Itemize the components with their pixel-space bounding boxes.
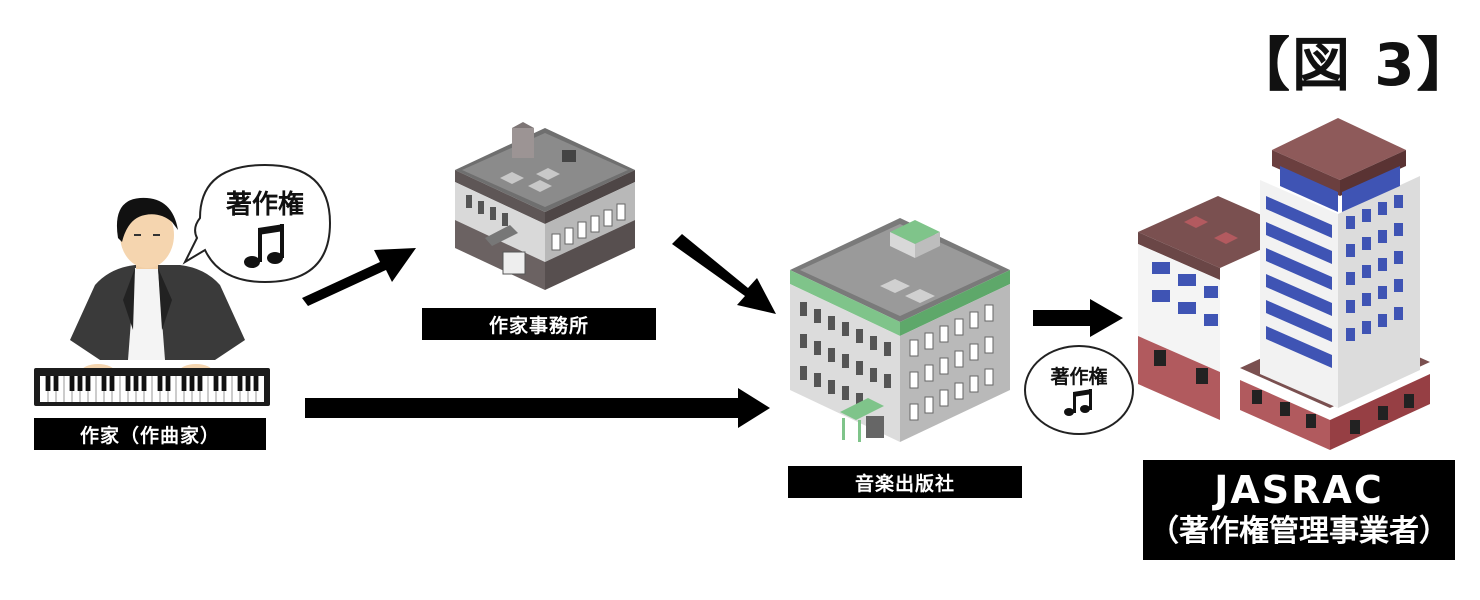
piano-black-key — [157, 376, 163, 391]
office-label: 作家事務所 — [422, 308, 656, 340]
piano-black-key — [125, 376, 131, 391]
piano-black-key — [109, 376, 115, 391]
piano-black-key — [45, 376, 51, 391]
music-note-icon — [1064, 389, 1092, 416]
publisher-label: 音楽出版社 — [788, 466, 1022, 498]
jasrac-name: JASRAC — [1214, 468, 1384, 512]
piano-black-key — [85, 376, 91, 391]
music-note-icon — [244, 224, 284, 268]
arrow-composer-to-publisher — [305, 388, 770, 428]
piano-black-key — [213, 376, 219, 391]
bubble-copyright-text: 著作権 — [225, 189, 304, 220]
arrow-composer-to-office — [302, 248, 416, 306]
piano-black-key — [189, 376, 195, 391]
piano-black-key — [53, 376, 59, 391]
piano-black-key — [165, 376, 171, 391]
jasrac-description: （著作権管理事業者） — [1149, 514, 1449, 549]
transfer-copyright-text: 著作権 — [1050, 365, 1107, 388]
piano-black-key — [77, 376, 83, 391]
piano-black-key — [181, 376, 187, 391]
piano-black-key — [101, 376, 107, 391]
piano-black-key — [133, 376, 139, 391]
copyright-transfer-bubble: 著作権 — [1024, 345, 1134, 435]
piano-black-key — [69, 376, 75, 391]
arrow-publisher-to-jasrac — [1033, 299, 1123, 337]
arrow-office-to-publisher — [672, 234, 776, 314]
office-building-illustration — [455, 122, 635, 290]
piano-black-key — [245, 376, 251, 391]
figure-title: 【図 3】 — [1232, 31, 1477, 99]
piano-black-key — [141, 376, 147, 391]
piano-keyboard — [34, 368, 270, 406]
copyright-speech-bubble: 著作権 — [182, 163, 332, 284]
piano-black-key — [221, 376, 227, 391]
piano-black-key — [253, 376, 259, 391]
jasrac-building-illustration — [1138, 118, 1430, 450]
piano-black-key — [197, 376, 203, 391]
composer-label: 作家（作曲家） — [34, 418, 266, 450]
piano-black-key — [237, 376, 243, 391]
jasrac-label: JASRAC （著作権管理事業者） — [1143, 460, 1455, 560]
publisher-building-illustration — [790, 218, 1010, 442]
